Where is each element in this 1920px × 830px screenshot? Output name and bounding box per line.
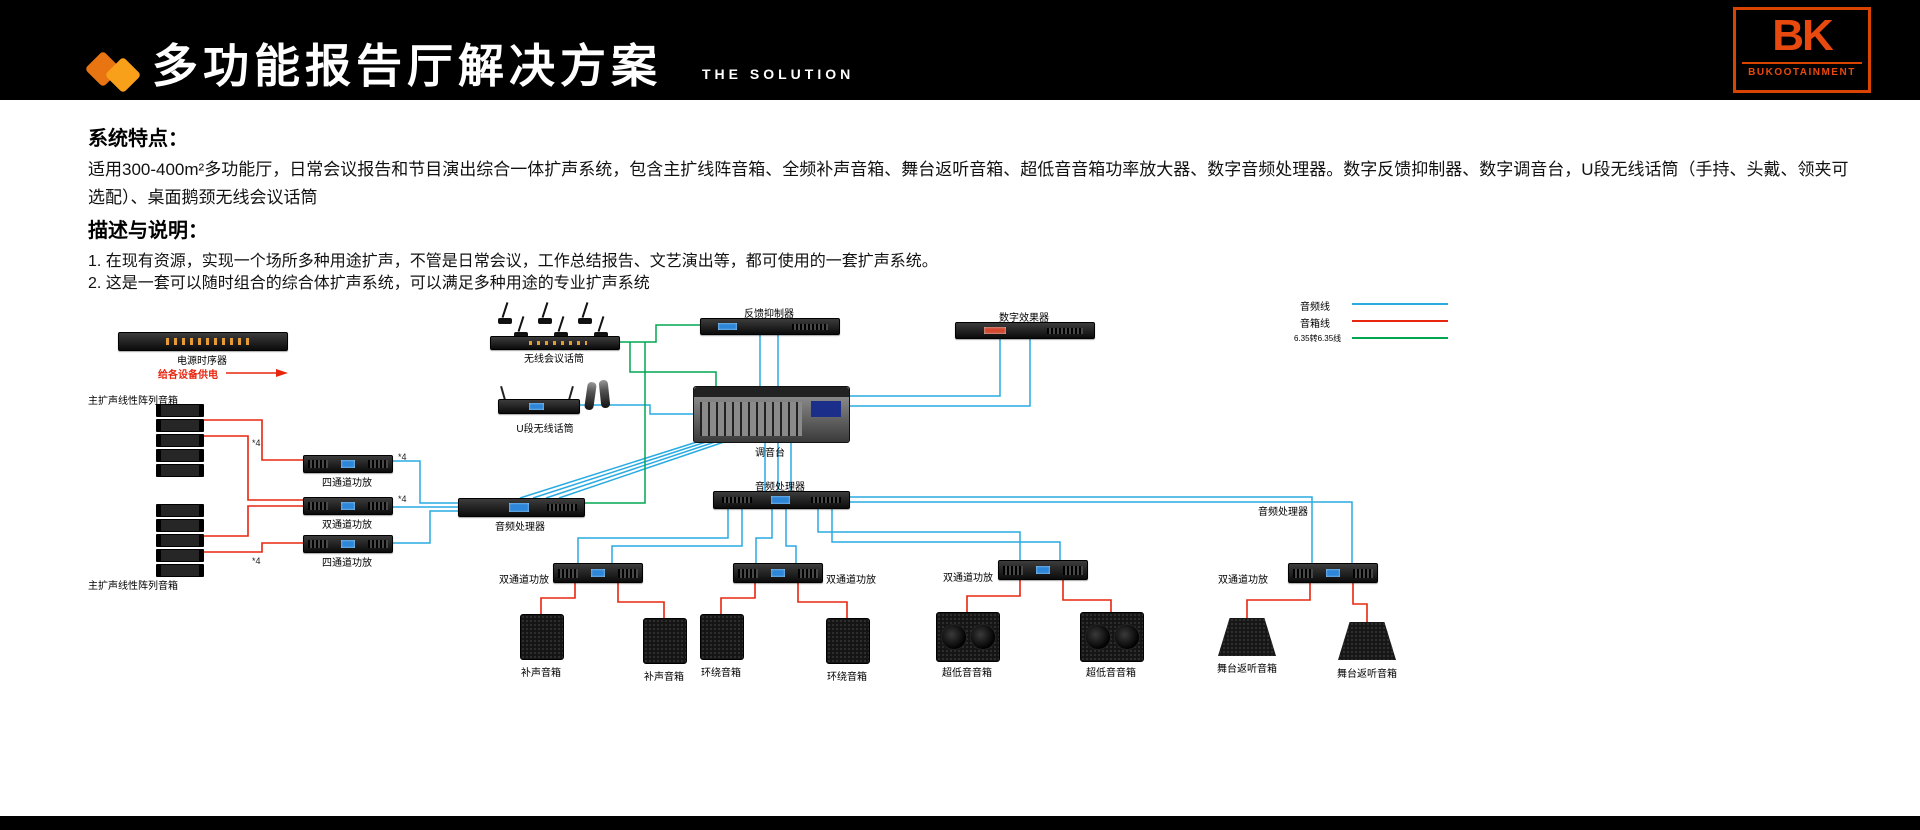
fill-speaker-label: 补声音箱 — [521, 668, 561, 679]
power-sequencer-device — [118, 332, 288, 351]
fill-speaker — [643, 618, 687, 664]
subwoofer-label: 超低音音箱 — [942, 668, 992, 679]
header-bar: 多功能报告厅解决方案 THE SOLUTION BK BUKOOTAINMENT — [0, 0, 1920, 100]
fill-speaker — [520, 614, 564, 660]
legend-jack-label: 6.35转6.35线 — [1294, 334, 1342, 343]
line-array-label: 主扩声线性阵列音箱 — [88, 396, 178, 407]
mixer-device — [693, 386, 850, 443]
description-line: 2. 这是一套可以随时组合的综合体扩声系统，可以满足多种用途的专业扩声系统 — [88, 275, 650, 292]
subwoofer — [936, 612, 1000, 662]
dual-amp-device — [1288, 563, 1378, 583]
mixer-label: 调音台 — [755, 448, 785, 459]
cable-count-note: *4 — [252, 556, 261, 566]
audio-processor-device — [713, 491, 850, 509]
stage-monitor-label: 舞台返听音箱 — [1337, 669, 1397, 680]
audio-processor-label: 音频处理器 — [1258, 507, 1308, 518]
dual-amp-label: 双通道功放 — [1218, 575, 1268, 586]
surround-speaker — [826, 618, 870, 664]
page-title: 多功能报告厅解决方案 — [152, 40, 662, 92]
handheld-mic — [598, 379, 611, 409]
handheld-mic — [584, 381, 597, 411]
dual-amp-label: 双通道功放 — [499, 575, 549, 586]
cable-count-note: *4 — [398, 452, 407, 462]
dual-amp-label: 双通道功放 — [943, 573, 993, 584]
audio-processor-device — [458, 498, 585, 517]
line-array-speaker — [156, 404, 204, 479]
feedback-suppressor-label: 反馈抑制器 — [744, 309, 794, 320]
quad-amp-device — [303, 535, 393, 553]
fill-speaker-label: 补声音箱 — [644, 672, 684, 683]
subwoofer — [1080, 612, 1144, 662]
feedback-suppressor-device — [700, 318, 840, 335]
dual-amp-device — [733, 563, 823, 583]
digital-effects-label: 数字效果器 — [999, 313, 1049, 324]
conference-mic-receiver — [490, 336, 620, 350]
dual-amp-device — [553, 563, 643, 583]
quad-amp-device — [303, 455, 393, 473]
legend-speaker-label: 音箱线 — [1300, 319, 1330, 330]
power-note-label: 给各设备供电 — [158, 370, 218, 381]
stage-monitor — [1218, 618, 1276, 656]
dual-amp-label: 双通道功放 — [322, 520, 372, 531]
conference-mic-label: 无线会议话筒 — [524, 354, 584, 365]
dual-amp-device — [303, 497, 393, 515]
description-title: 描述与说明： — [88, 220, 208, 242]
features-title: 系统特点： — [88, 128, 188, 150]
power-sequencer-label: 电源时序器 — [177, 356, 227, 367]
stage-monitor-label: 舞台返听音箱 — [1217, 664, 1277, 675]
cable-count-note: *4 — [398, 494, 407, 504]
stage-monitor — [1338, 622, 1396, 660]
quad-amp-label: 四通道功放 — [322, 478, 372, 489]
legend-audio-line — [1352, 303, 1448, 305]
surround-speaker-label: 环绕音箱 — [827, 672, 867, 683]
footer-bar — [0, 816, 1920, 830]
bk-logo-brand: BUKOOTAINMENT — [1742, 62, 1862, 78]
audio-processor-label: 音频处理器 — [495, 522, 545, 533]
features-text: 适用300-400m²多功能厅，日常会议报告和节目演出综合一体扩声系统，包含主扩… — [88, 160, 1849, 207]
bk-logo-letters: BK — [1772, 11, 1834, 60]
surround-speaker — [700, 614, 744, 660]
audio-processor-label: 音频处理器 — [755, 482, 805, 493]
line-array-speaker — [156, 504, 204, 579]
dual-amp-label: 双通道功放 — [826, 575, 876, 586]
legend-speaker-line — [1352, 320, 1448, 322]
subwoofer-label: 超低音音箱 — [1086, 668, 1136, 679]
bk-logo: BK BUKOOTAINMENT — [1733, 7, 1871, 93]
description-line: 1. 在现有资源，实现一个场所多种用途扩声，不管是日常会议，工作总结报告、文艺演… — [88, 253, 938, 270]
power-arrowhead — [276, 369, 288, 377]
line-array-label: 主扩声线性阵列音箱 — [88, 581, 178, 592]
digital-effects-device — [955, 322, 1095, 339]
dual-amp-device — [998, 560, 1088, 580]
surround-speaker-label: 环绕音箱 — [701, 668, 741, 679]
uhf-mic-label: U段无线话筒 — [516, 424, 574, 435]
legend-jack-line — [1352, 337, 1448, 339]
legend-audio-label: 音频线 — [1300, 302, 1330, 313]
quad-amp-label: 四通道功放 — [322, 558, 372, 569]
cable-count-note: *4 — [252, 438, 261, 448]
uhf-receiver — [498, 399, 580, 414]
page-subtitle: THE SOLUTION — [702, 66, 855, 82]
